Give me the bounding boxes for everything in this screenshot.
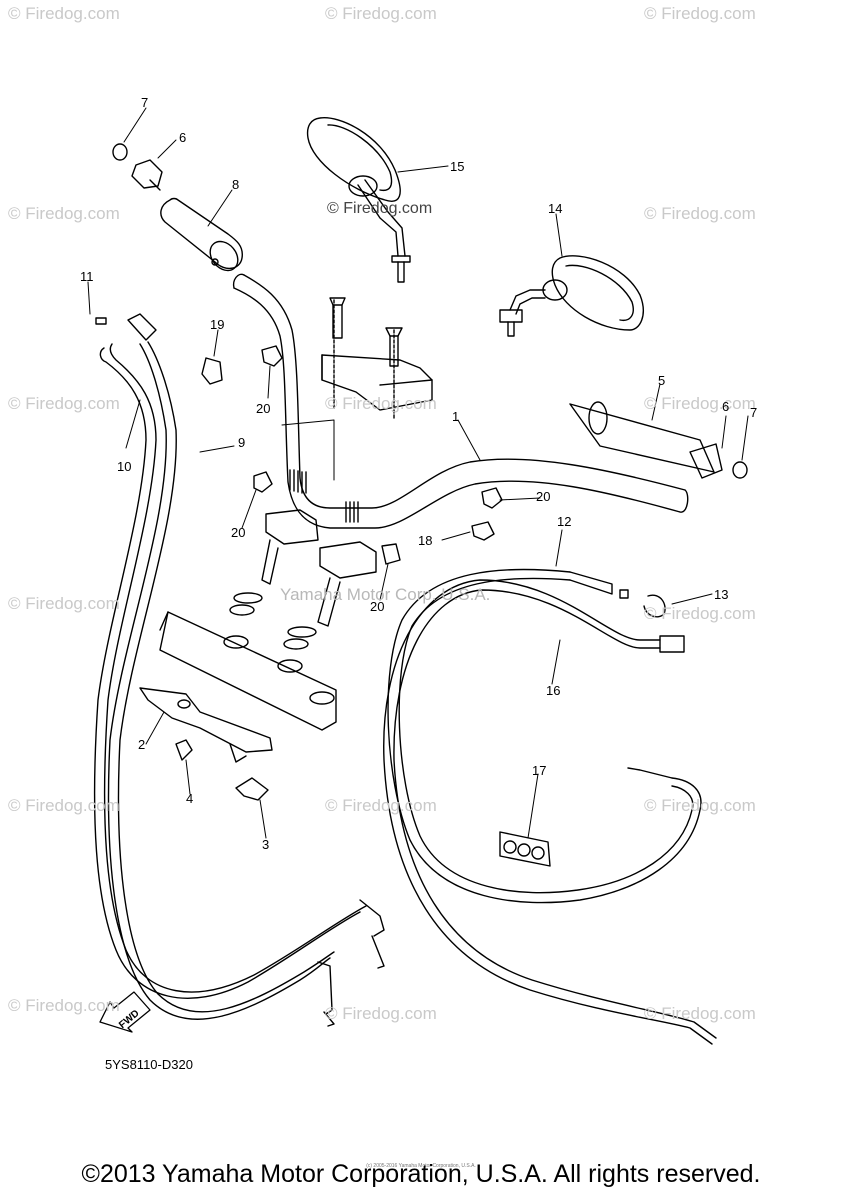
under-bracket — [159, 611, 337, 731]
callout-9: 9 — [238, 435, 246, 450]
callout-10: 10 — [117, 459, 132, 474]
watermark: © Firedog.com — [644, 394, 756, 413]
watermark: © Firedog.com — [644, 204, 756, 223]
lower-holders — [229, 509, 377, 650]
watermark: © Firedog.com — [325, 1004, 437, 1023]
watermark: © Firedog.com — [325, 4, 437, 23]
callout-20: 20 — [231, 525, 246, 540]
upper-handlebar-holder — [281, 297, 433, 481]
callout-19: 19 — [210, 317, 225, 332]
callout-1: 1 — [452, 409, 460, 424]
diagram-code: 5YS8110-D320 — [105, 1057, 193, 1072]
leader-lines — [87, 107, 749, 839]
callout-20: 20 — [370, 599, 385, 614]
mirror-watermark: © Firedog.com — [327, 200, 433, 217]
handlebar — [232, 273, 689, 529]
callout-7: 7 — [750, 405, 758, 420]
cable-holder-17 — [499, 831, 551, 867]
bracket-2 — [139, 687, 273, 801]
watermark: © Firedog.com — [8, 204, 120, 223]
callout-8: 8 — [232, 177, 240, 192]
callout-6: 6 — [179, 130, 187, 145]
callout-4: 4 — [186, 791, 194, 806]
cable-16 — [383, 579, 717, 1045]
mirror-right-15 — [306, 117, 411, 283]
callout-15: 15 — [450, 159, 465, 174]
callout-5: 5 — [658, 373, 666, 388]
callout-2: 2 — [138, 737, 146, 752]
callout-14: 14 — [548, 201, 563, 216]
callout-17: 17 — [532, 763, 547, 778]
watermark: © Firedog.com — [644, 4, 756, 23]
tiny-notice: (c) 2005-2016 Yamaha Motor Corporation, … — [366, 1163, 476, 1169]
grip — [160, 197, 243, 272]
cable-clamps — [201, 345, 503, 565]
watermark: © Firedog.com — [8, 594, 120, 613]
callout-12: 12 — [557, 514, 572, 529]
callout-11: 11 — [80, 269, 94, 284]
watermark: © Firedog.com — [8, 996, 120, 1015]
watermark: © Firedog.com — [644, 1004, 756, 1023]
watermark: © Firedog.com — [644, 796, 756, 815]
center-watermark: Yamaha Motor Corp. U.S.A. — [280, 585, 491, 604]
callout-3: 3 — [262, 837, 270, 852]
mirror-left-14 — [499, 255, 644, 337]
callout-13: 13 — [714, 587, 729, 602]
fwd-arrow — [99, 991, 151, 1033]
callout-20: 20 — [256, 401, 271, 416]
grip-5 — [569, 401, 748, 479]
clutch-cable — [387, 568, 702, 904]
callout-20: 20 — [536, 489, 551, 504]
watermark: © Firedog.com — [8, 394, 120, 413]
copyright-notice: ©2013 Yamaha Motor Corporation, U.S.A. A… — [81, 1160, 761, 1188]
callout-6: 6 — [722, 399, 730, 414]
watermark: © Firedog.com — [325, 394, 437, 413]
callout-7: 7 — [141, 95, 149, 110]
watermark: © Firedog.com — [8, 796, 120, 815]
bar-end-left — [112, 143, 163, 191]
callout-18: 18 — [418, 533, 433, 548]
watermark: © Firedog.com — [325, 796, 437, 815]
watermark: © Firedog.com — [8, 4, 120, 23]
watermark: © Firedog.com — [644, 604, 756, 623]
callout-16: 16 — [546, 683, 561, 698]
throttle-cables — [93, 313, 385, 1027]
